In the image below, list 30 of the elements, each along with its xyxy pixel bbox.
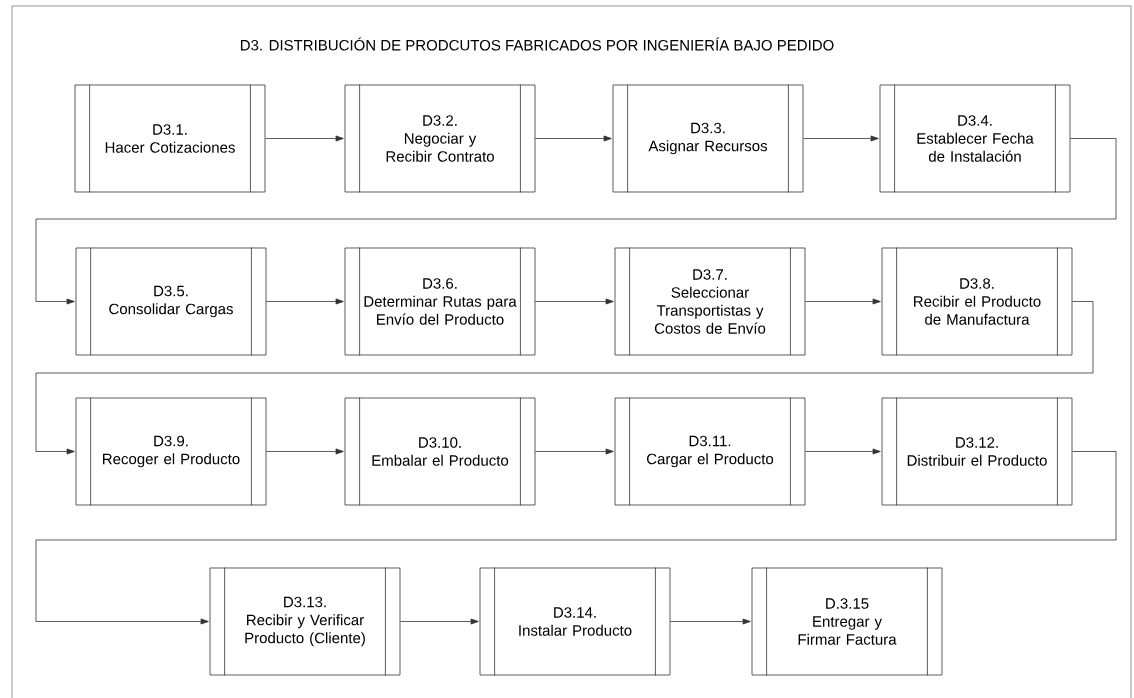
- process-box: D3.4. Establecer Fecha de Instalación: [879, 84, 1071, 193]
- process-box: D.3.15 Entregar y Firmar Factura: [751, 567, 943, 676]
- arrow: [535, 298, 614, 305]
- arrow: [35, 138, 1117, 305]
- process-box: D3.7. Seleccionar Transportistas y Costos de Envío: [614, 247, 806, 356]
- arrow: [535, 135, 612, 142]
- process-box: D3.13. Recibir y Verificar Producto (Cliente): [209, 567, 401, 676]
- process-box: D3.9. Recoger el Producto: [75, 397, 267, 506]
- process-box: D3.3. Asignar Recursos: [612, 84, 804, 193]
- arrow: [803, 135, 879, 142]
- arrow: [266, 298, 344, 305]
- arrow: [266, 448, 344, 455]
- arrow: [400, 618, 479, 625]
- process-box: D3.14. Instalar Producto: [479, 567, 671, 676]
- arrow: [805, 448, 881, 455]
- arrow: [805, 298, 881, 305]
- process-box: D3.11. Cargar el Producto: [614, 397, 806, 506]
- diagram-title: D3. DISTRIBUCIÓN DE PRODCUTOS FABRICADOS POR INGENIERÍA BAJO PEDIDO: [240, 37, 834, 51]
- process-box: D3.5. Consolidar Cargas: [75, 247, 267, 356]
- process-box: D3.12. Distribuir el Producto: [881, 397, 1073, 506]
- arrow: [670, 618, 751, 625]
- process-box: D3.2. Negociar y Recibir Contrato: [344, 84, 536, 193]
- process-box: D3.6. Determinar Rutas para Envío del Producto: [344, 247, 536, 356]
- arrow: [35, 451, 1117, 625]
- process-box: D3.1. Hacer Cotizaciones: [74, 84, 266, 193]
- arrow: [35, 301, 1094, 455]
- arrow: [535, 448, 614, 455]
- process-box: D3.8. Recibir el Producto de Manufactura: [881, 247, 1073, 356]
- process-box: D3.10. Embalar el Producto: [344, 397, 536, 506]
- arrow: [265, 135, 344, 142]
